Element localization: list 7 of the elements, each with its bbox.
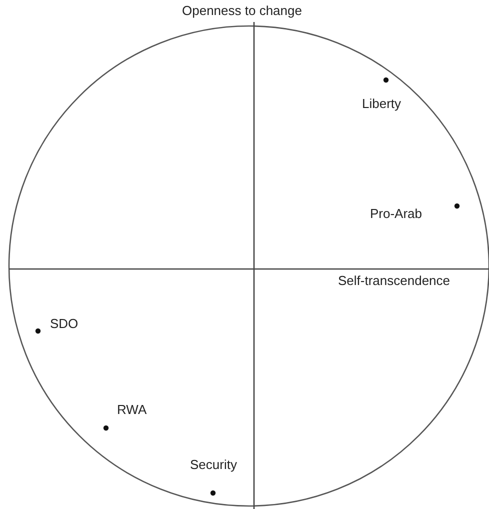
point-label: RWA bbox=[117, 402, 147, 417]
axis-label: Openness to change bbox=[182, 3, 302, 18]
point-label: Liberty bbox=[362, 96, 402, 111]
axis-label: Self-transcendence bbox=[338, 273, 450, 288]
point-label: Pro-Arab bbox=[370, 206, 422, 221]
point-label: SDO bbox=[50, 316, 78, 331]
point-label: Security bbox=[190, 457, 237, 472]
